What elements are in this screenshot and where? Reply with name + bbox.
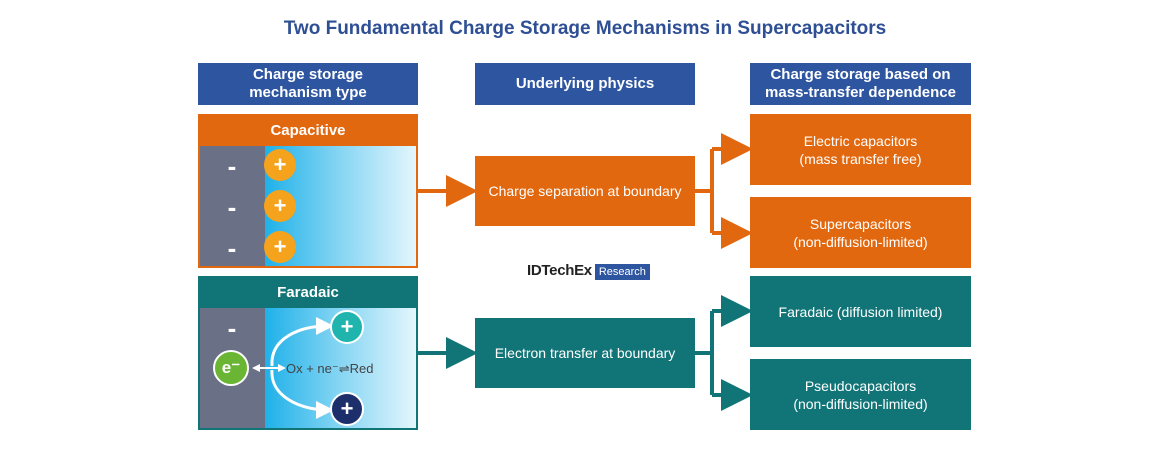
faradaic-physics-box: Electron transfer at boundary <box>475 318 695 388</box>
positive-ion-icon: + <box>264 231 296 263</box>
header-underlying-physics: Underlying physics <box>475 63 695 105</box>
electric-capacitors-box: Electric capacitors (mass transfer free) <box>750 114 971 185</box>
supercapacitors-box: Supercapacitors (non-diffusion-limited) <box>750 197 971 268</box>
electron-icon: e⁻ <box>213 350 249 386</box>
minus-sign: - <box>227 151 237 181</box>
cation-icon: + <box>330 310 364 344</box>
positive-ion-icon: + <box>264 149 296 181</box>
faradaic-label: Faradaic <box>200 278 416 308</box>
redox-arrows-icon <box>252 317 334 419</box>
minus-sign: - <box>227 233 237 263</box>
faradaic-panel: Faradaic - e⁻ Ox + ne⁻⇌Red + + <box>198 276 418 430</box>
minus-sign: - <box>227 313 237 343</box>
capacitive-label: Capacitive <box>200 116 416 146</box>
capacitive-physics-box: Charge separation at boundary <box>475 156 695 226</box>
logo-research: Research <box>594 264 650 280</box>
header-mechanism-type: Charge storage mechanism type <box>198 63 418 105</box>
pseudocapacitors-box: Pseudocapacitors (non-diffusion-limited) <box>750 359 971 430</box>
cation-icon: + <box>330 392 364 426</box>
capacitive-panel: Capacitive - - - + + + <box>198 114 418 268</box>
positive-ion-icon: + <box>264 190 296 222</box>
redox-equation: Ox + ne⁻⇌Red <box>286 361 374 376</box>
faradaic-outcome-box: Faradaic (diffusion limited) <box>750 276 971 347</box>
minus-sign: - <box>227 192 237 222</box>
logo-brand: IDTechEx <box>527 262 592 279</box>
capacitive-electrode <box>200 146 265 266</box>
page-title: Two Fundamental Charge Storage Mechanism… <box>283 18 887 39</box>
header-mass-transfer: Charge storage based on mass-transfer de… <box>750 63 971 105</box>
